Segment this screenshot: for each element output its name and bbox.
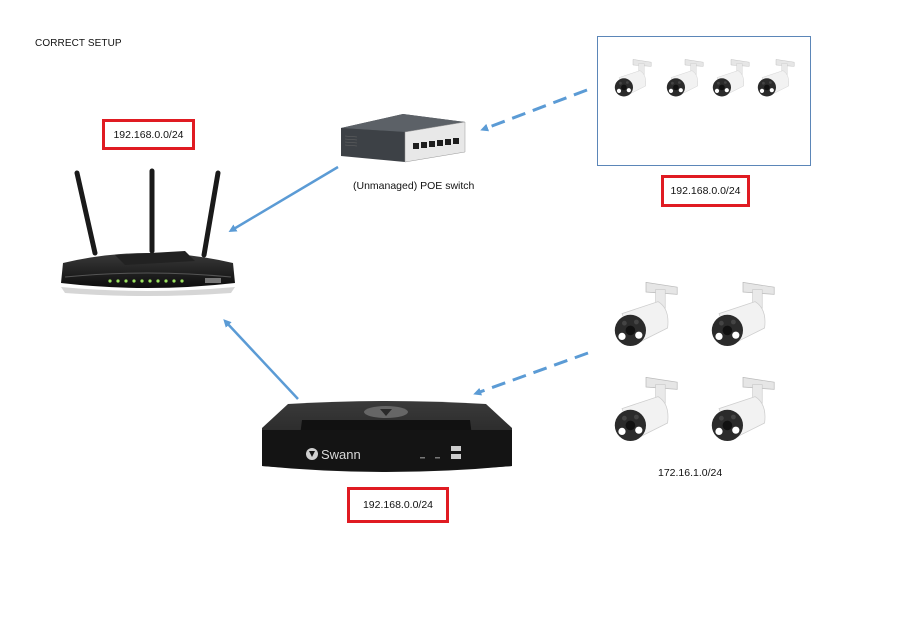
router-icon: [61, 168, 235, 296]
bullet-camera-icon: [707, 367, 779, 460]
router-ip-label: 192.168.0.0/24: [113, 128, 184, 141]
nvr-ip-label: 192.168.0.0/24: [362, 499, 434, 511]
poe-cameras-ip-label: 192.168.0.0/24: [670, 185, 741, 197]
poe-switch-label: (Unmanaged) POE switch: [353, 180, 475, 192]
arrow-nvr-cameras-to-nvr: [473, 351, 589, 396]
bullet-camera-icon: [610, 272, 682, 365]
bullet-camera-icon: [664, 53, 706, 110]
arrow-switch-to-router: [228, 165, 339, 233]
arrow-nvr-to-router: [223, 319, 299, 400]
bullet-camera-icon: [707, 272, 779, 365]
nvr-icon: Swann: [262, 401, 512, 472]
nvr-brand: Swann: [321, 447, 361, 462]
poe-switch-icon: [341, 114, 466, 163]
bullet-camera-icon: [710, 53, 752, 110]
router-ip-box: 192.168.0.0/24: [102, 119, 195, 150]
arrow-poe-cameras-to-switch: [480, 88, 588, 132]
bullet-camera-icon: [755, 53, 797, 110]
diagram-title: CORRECT SETUP: [35, 38, 122, 49]
nvr-cameras-ip-label: 172.16.1.0/24: [658, 467, 723, 479]
bullet-camera-icon: [610, 367, 682, 460]
nvr-ip-box: 192.168.0.0/24: [347, 487, 449, 523]
bullet-camera-icon: [612, 53, 654, 110]
poe-cameras-ip-box: 192.168.0.0/24: [661, 175, 750, 207]
poe-camera-group: [597, 36, 811, 166]
